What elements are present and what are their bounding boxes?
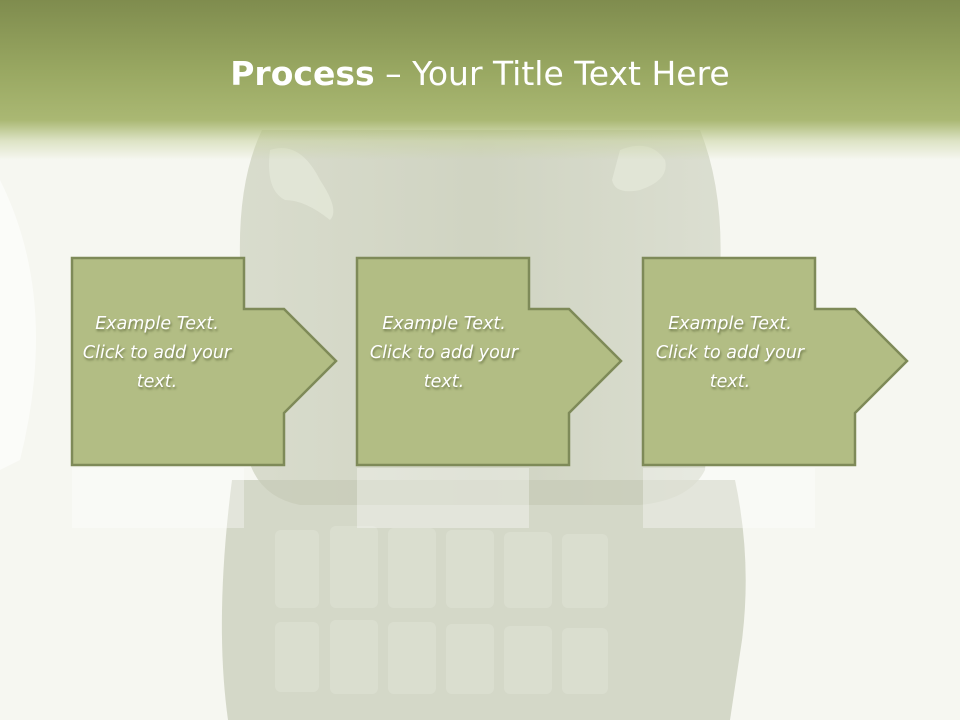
title-rest: – Your Title Text Here [374,54,730,93]
process-step-2-shape[interactable] [355,256,623,467]
slide-title[interactable]: Process – Your Title Text Here [0,52,960,96]
process-step-1-shape[interactable] [70,256,338,467]
header-band [0,0,960,160]
process-step-2-text[interactable]: Example Text. Click to add your text. [369,314,519,392]
title-bold: Process [230,54,375,93]
process-step-3-shape[interactable] [641,256,909,467]
process-step-3-text[interactable]: Example Text. Click to add your text. [655,314,805,392]
process-step-1-text[interactable]: Example Text. Click to add your text. [82,314,232,392]
